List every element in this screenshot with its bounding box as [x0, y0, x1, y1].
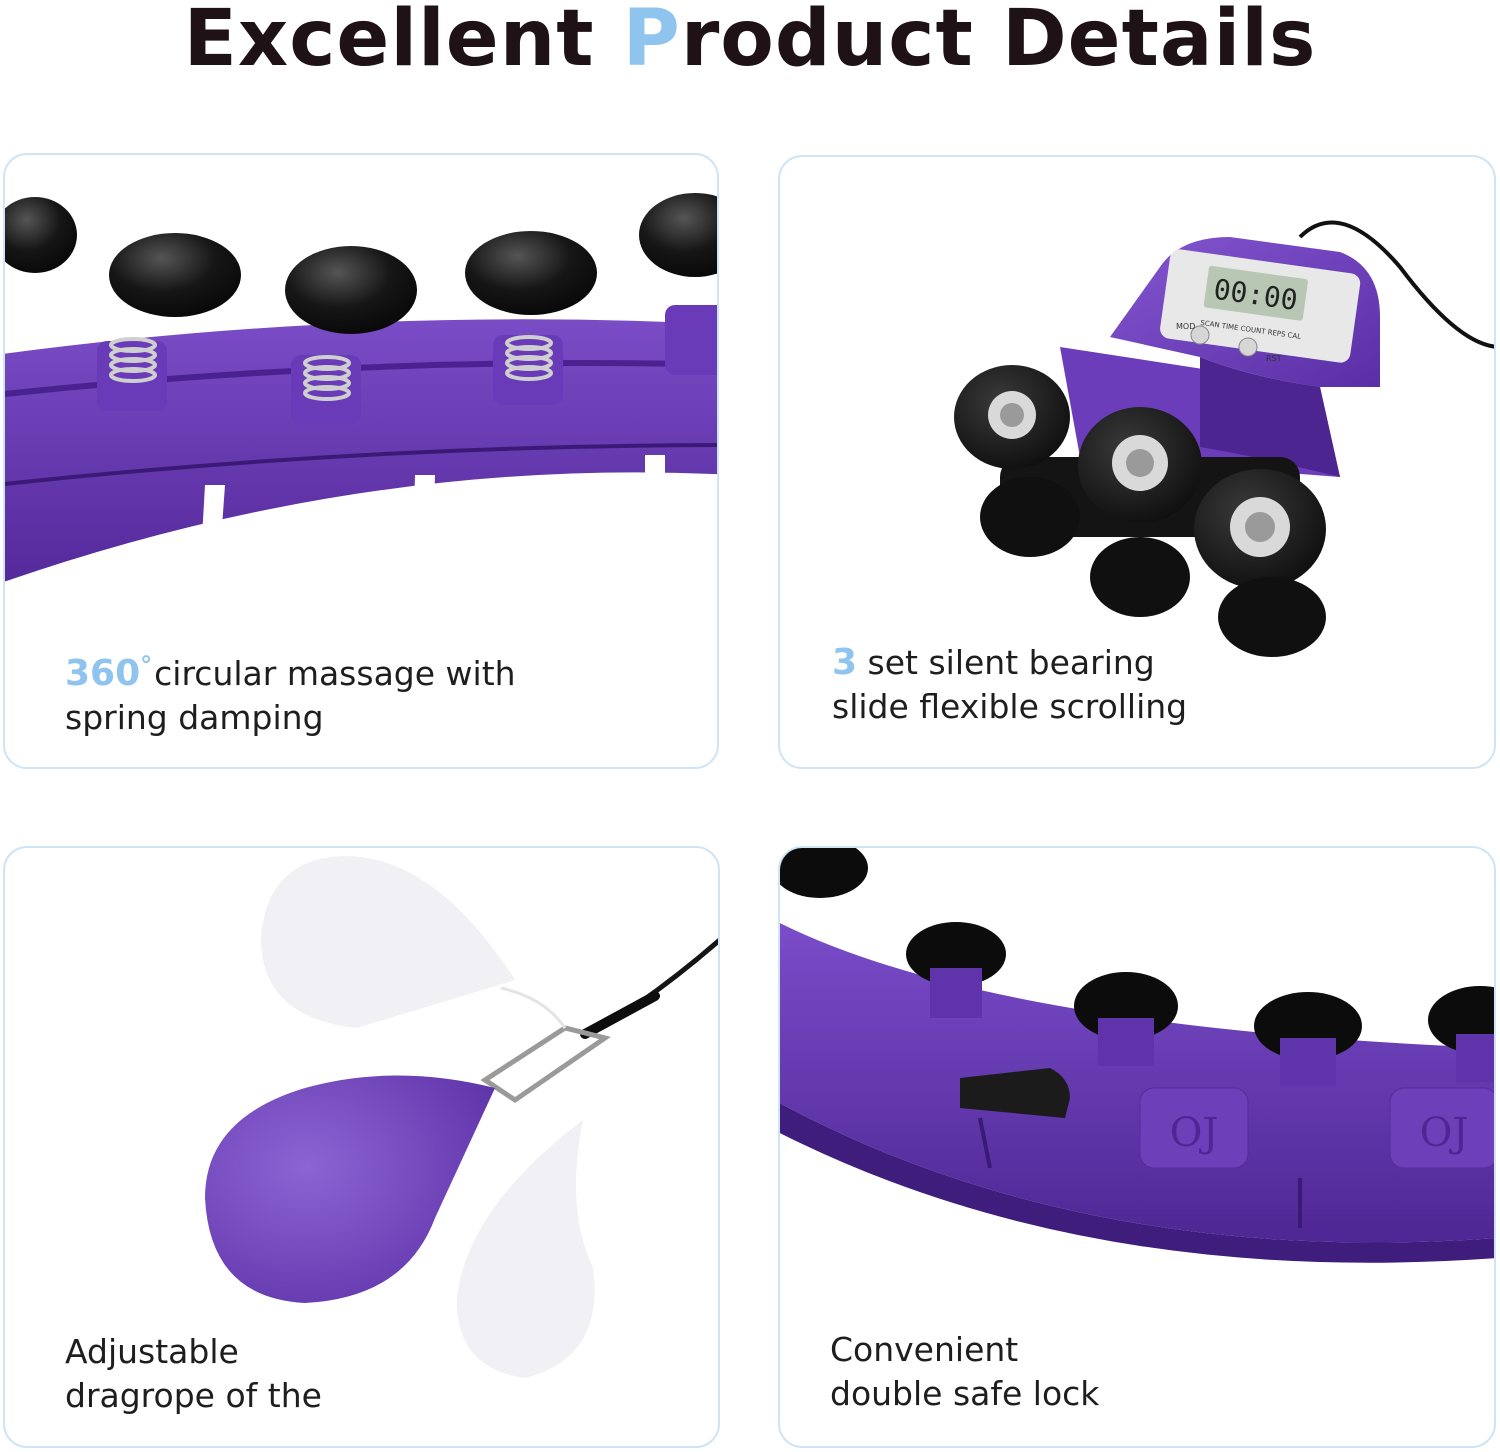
- mod-label: MOD: [1176, 322, 1195, 331]
- title-end: roduct Details: [680, 0, 1317, 84]
- caption-line-1: circular massage with: [154, 654, 516, 693]
- title-accent-letter: P: [622, 0, 681, 84]
- lcd-display: 00:00 SCAN TIME COUNT REPS CAL MOD RST: [1160, 249, 1361, 363]
- caption-highlight: 3: [832, 642, 858, 683]
- spring-node-4: [639, 193, 717, 375]
- title-start: Excellent: [183, 0, 623, 84]
- caption-silent-bearing: 3 set silent bearing slide flexible scro…: [832, 641, 1187, 729]
- degree-symbol: °: [140, 651, 153, 679]
- mod-button[interactable]: [1190, 325, 1210, 345]
- emboss-logo: OJ: [1170, 1110, 1219, 1156]
- bearing-roller-3: [1194, 469, 1326, 589]
- massage-node-cap: [109, 233, 241, 317]
- weight-ball-white-bottom: [456, 1120, 595, 1378]
- weight-ball-purple: [205, 1075, 495, 1303]
- massage-node-cap: [285, 246, 417, 334]
- caption-spring-massage: 360°circular massage with spring damping: [65, 643, 516, 740]
- bearing-roller-2: [1078, 407, 1202, 523]
- hoop-segment-band: [780, 923, 1494, 1243]
- safe-lock-clip: [960, 1068, 1070, 1118]
- page-title: Excellent Product Details: [0, 0, 1500, 84]
- massage-node-cap: [5, 197, 77, 273]
- caption-line-2: spring damping: [65, 698, 324, 737]
- feature-card-spring-massage: 360°circular massage with spring damping: [3, 153, 719, 769]
- steel-clip: [480, 1025, 611, 1104]
- feature-card-dragrope: Adjustable dragrope of the: [3, 846, 720, 1448]
- caption-line-2: slide flexible scrolling: [832, 687, 1188, 726]
- spring-node-3: [465, 231, 597, 405]
- caption-highlight: 360: [65, 653, 141, 694]
- massage-node-cap: [465, 231, 597, 315]
- caption-line-2: dragrope of the: [65, 1376, 322, 1415]
- feature-card-silent-bearing: 00:00 SCAN TIME COUNT REPS CAL MOD RST 3…: [778, 155, 1496, 769]
- spring-node-2: [285, 246, 417, 425]
- emboss-logo: OJ: [1420, 1110, 1469, 1156]
- rst-button[interactable]: [1238, 337, 1258, 357]
- spring-massage-illustration: [5, 193, 717, 582]
- caption-line-2: double safe lock: [830, 1374, 1100, 1413]
- safe-lock-illustration: OJ OJ: [780, 848, 1494, 1263]
- caption-dragrope: Adjustable dragrope of the: [65, 1330, 322, 1418]
- power-cord: [1298, 220, 1494, 349]
- massage-node-cap: [639, 193, 717, 277]
- caption-line-1: Adjustable: [65, 1332, 239, 1371]
- dragrope-weights-illustration: [205, 856, 718, 1378]
- weight-ball-white-top: [261, 856, 515, 1028]
- rst-label: RST: [1266, 354, 1282, 363]
- caption-safe-lock: Convenient double safe lock: [830, 1328, 1099, 1416]
- feature-card-safe-lock: OJ OJ Convenient double safe lock: [778, 846, 1496, 1448]
- caption-line-1: set silent bearing: [857, 643, 1155, 682]
- bearing-roller-1: [954, 365, 1070, 469]
- caption-line-1: Convenient: [830, 1330, 1019, 1369]
- counter-bearing-illustration: 00:00 SCAN TIME COUNT REPS CAL MOD RST: [954, 220, 1494, 657]
- spring-node-1: [97, 233, 241, 411]
